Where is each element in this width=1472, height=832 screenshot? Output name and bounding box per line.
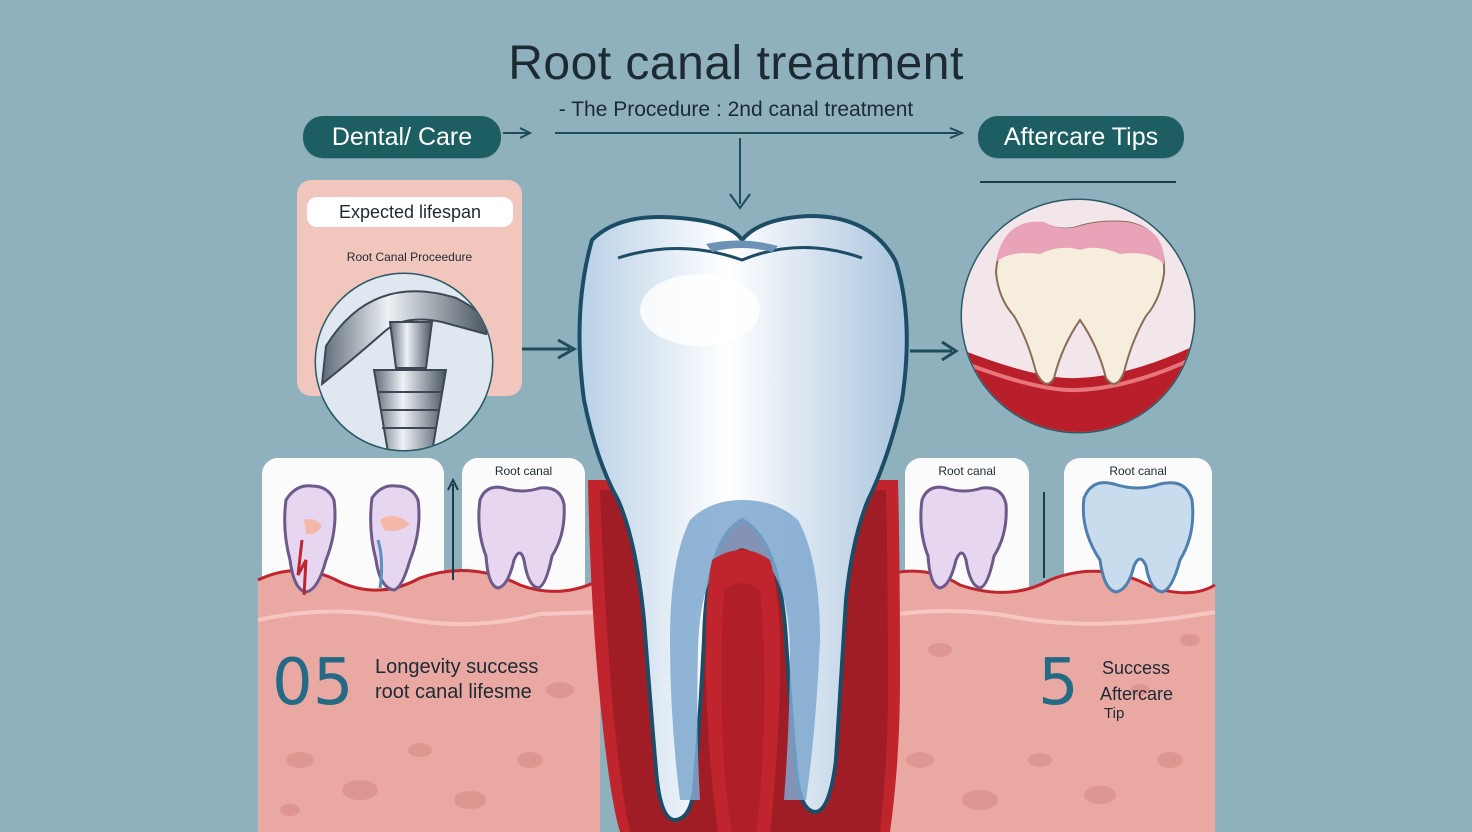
- right-stat-line-1: Success: [1102, 658, 1171, 678]
- small-tooth-root-canal-2: [919, 485, 1008, 590]
- aftercare-underline: [980, 181, 1176, 183]
- crown-circle: [960, 198, 1196, 434]
- small-tooth-label-1: Root canal: [494, 464, 553, 478]
- right-stat-line-2: Aftercare: [1100, 684, 1174, 704]
- left-stat-number: 05: [272, 646, 354, 720]
- right-stat-number: 5: [1038, 646, 1079, 720]
- small-tooth-cracked-1: [283, 484, 337, 596]
- small-tooth-label-3: Root canal: [1109, 464, 1167, 478]
- main-tooth: [577, 213, 909, 832]
- small-tooth-label-2: Root canal: [938, 464, 996, 478]
- procedure-label: Root Canal Proceedure: [346, 250, 473, 264]
- right-stat-line-3: Tip: [1104, 705, 1125, 722]
- small-tooth-root-canal-3: [1081, 481, 1195, 594]
- aftercare-tips-pill[interactable]: Aftercare Tips: [978, 116, 1184, 158]
- page-subtitle: - The Procedure : 2nd canal treatment: [558, 98, 914, 121]
- left-stat-line-2: root canal lifesme: [375, 681, 532, 703]
- small-divider-arrows: [447, 477, 1045, 580]
- page-title: Root canal treatment: [508, 37, 964, 90]
- dental-care-pill[interactable]: Dental/ Care: [303, 116, 501, 158]
- small-tooth-root-canal-1: [477, 485, 566, 590]
- small-tooth-cracked-2: [369, 484, 421, 592]
- left-stat-line-1: Longevity success: [375, 656, 539, 678]
- expected-lifespan-label: Expected lifespan: [307, 197, 513, 227]
